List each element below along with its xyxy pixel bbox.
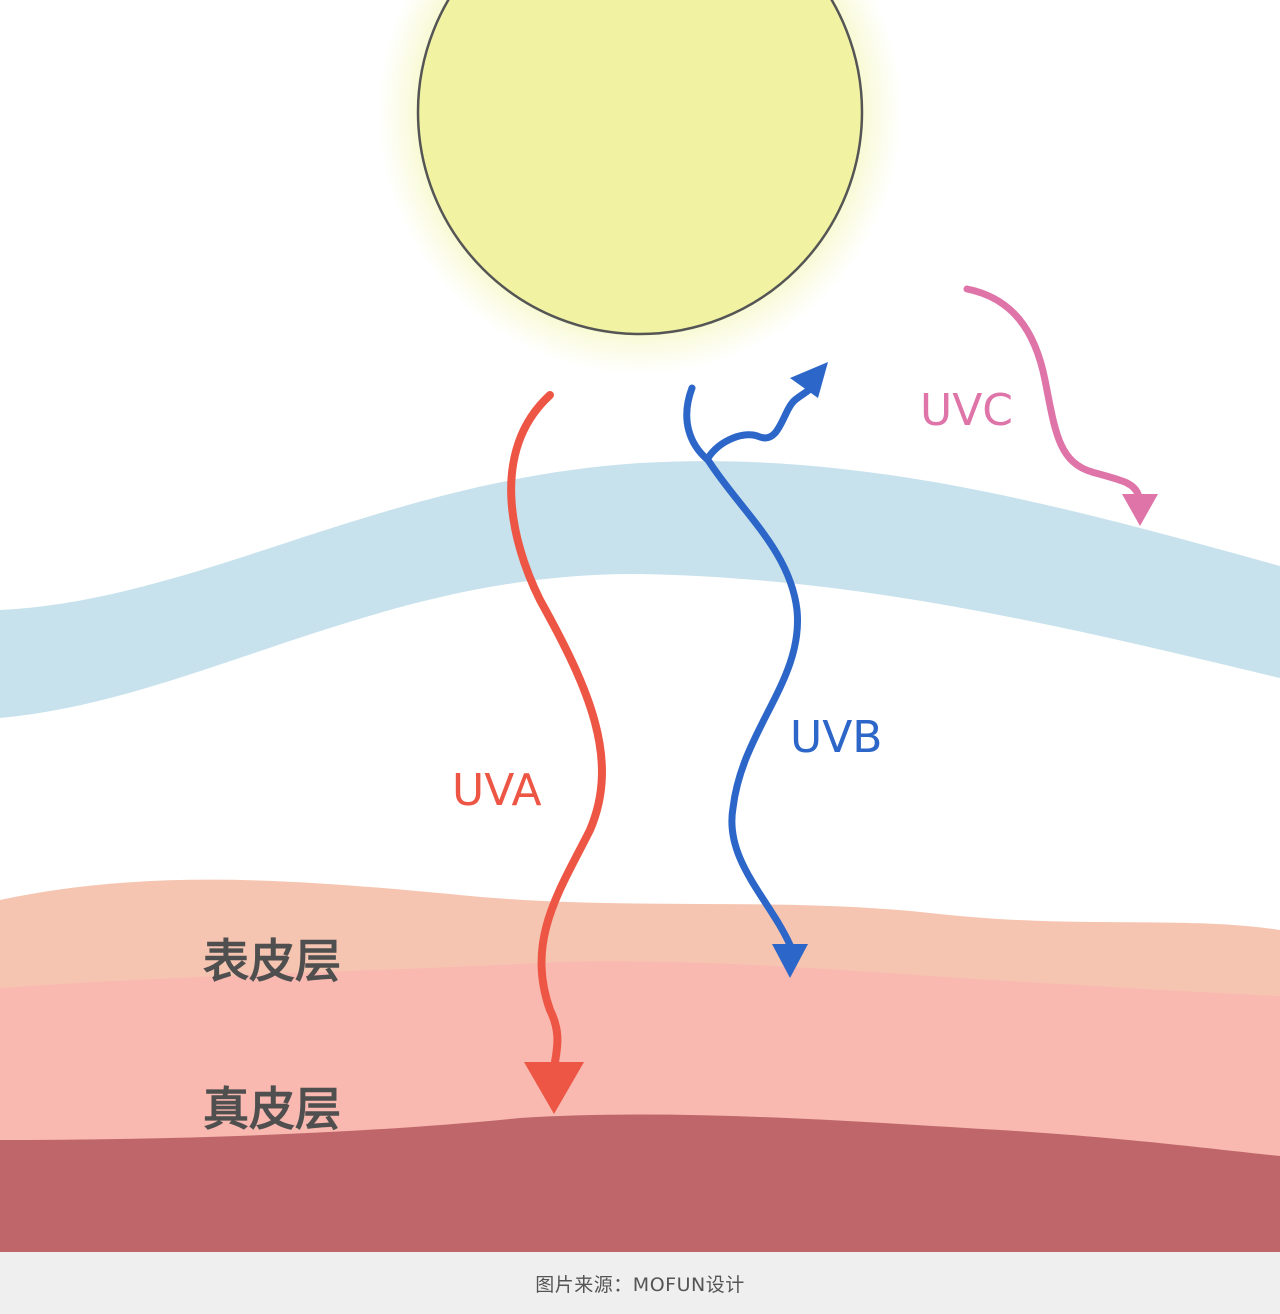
dermis-label: 真皮层 [203, 1082, 341, 1136]
uvb-ray-path [683, 384, 802, 949]
image-source-caption: 图片来源：MOFUN设计 [0, 1252, 1280, 1314]
uvc-label: UVC [920, 385, 1013, 436]
ozone-band [0, 461, 1280, 718]
uva-ray [507, 391, 606, 1114]
uva-arrowhead [524, 1062, 584, 1114]
sun [416, 0, 864, 336]
uvc-ray-path [963, 285, 1142, 498]
uvb-reflection-arrowhead [790, 362, 828, 398]
uv-skin-diagram: UVA UVB UVC 表皮层 真皮层 [0, 0, 1280, 1252]
uva-label: UVA [452, 765, 542, 816]
image-source-text: 图片来源：MOFUN设计 [535, 1273, 745, 1296]
uvb-label: UVB [790, 712, 883, 763]
subcutis-layer [0, 1114, 1280, 1252]
uvb-ray [683, 362, 828, 978]
uvb-arrowhead [772, 944, 808, 978]
uva-ray-path [507, 391, 606, 1066]
uvb-reflection-path [704, 380, 816, 462]
epidermis-label: 表皮层 [203, 934, 341, 988]
uvc-arrowhead [1122, 494, 1158, 526]
uvc-ray [963, 285, 1158, 526]
